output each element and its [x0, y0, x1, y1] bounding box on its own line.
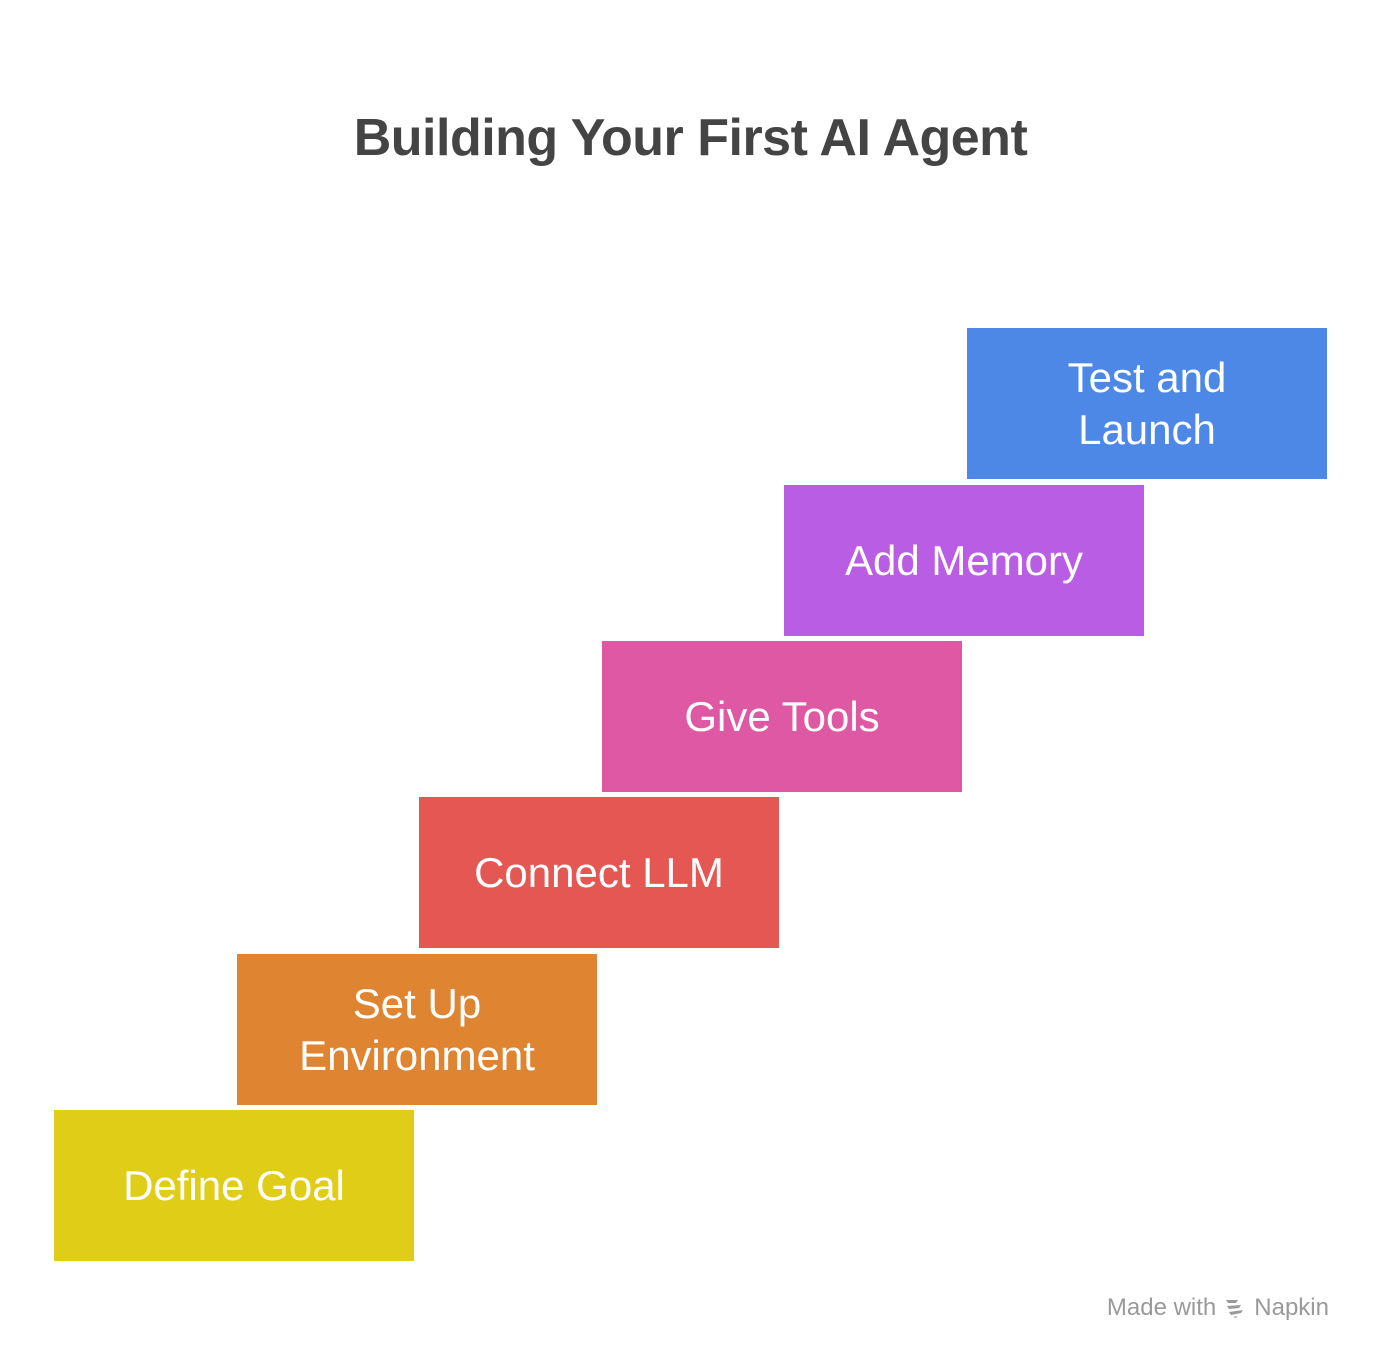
step-connect-llm: Connect LLM [419, 797, 779, 948]
step-give-tools: Give Tools [602, 641, 962, 792]
page-title: Building Your First AI Agent [353, 109, 1028, 167]
made-with-label: Made with [1106, 1294, 1217, 1321]
step-label: Give Tools [684, 692, 880, 740]
made-with-napkin-badge[interactable]: Made with Napkin [1107, 1292, 1329, 1324]
step-define-goal: Define Goal [54, 1110, 414, 1261]
step-test-and-launch: Test and Launch [967, 328, 1327, 479]
step-label: Define Goal [123, 1161, 345, 1209]
step-label: Connect LLM [474, 848, 724, 896]
step-add-memory: Add Memory [784, 485, 1144, 636]
step-label: Test and Launch [1067, 353, 1227, 453]
napkin-brand-label: Napkin [1254, 1294, 1329, 1321]
step-label: Add Memory [844, 536, 1084, 584]
napkin-logo-icon [1224, 1297, 1246, 1319]
step-set-up-environment: Set Up Environment [237, 954, 597, 1105]
step-label: Set Up Environment [299, 979, 535, 1079]
